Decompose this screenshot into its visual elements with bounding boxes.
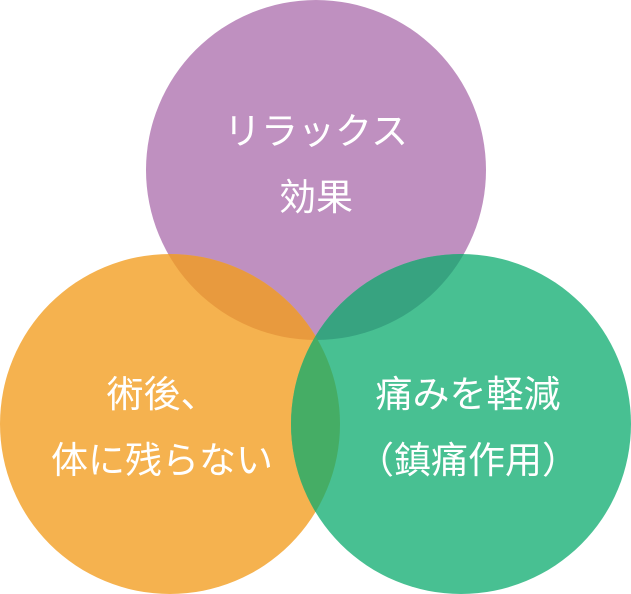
label-no-residue-line-1: 術後、 [106,373,218,416]
label-pain-relief: 痛みを軽減 （鎮痛作用） [357,362,579,494]
circle-pain-relief [291,254,631,594]
label-relax-line-2: 効果 [278,176,353,219]
label-pain-relief-line-1: 痛みを軽減 [375,373,561,416]
label-pain-relief-line-2: （鎮痛作用） [357,439,579,482]
circle-no-residue [0,254,340,594]
label-relax: リラックス 効果 [224,99,408,231]
label-no-residue-line-2: 体に残らない [51,439,273,482]
label-relax-line-1: リラックス [224,110,408,153]
label-no-residue: 術後、 体に残らない [51,362,273,494]
circle-relax [146,0,486,340]
